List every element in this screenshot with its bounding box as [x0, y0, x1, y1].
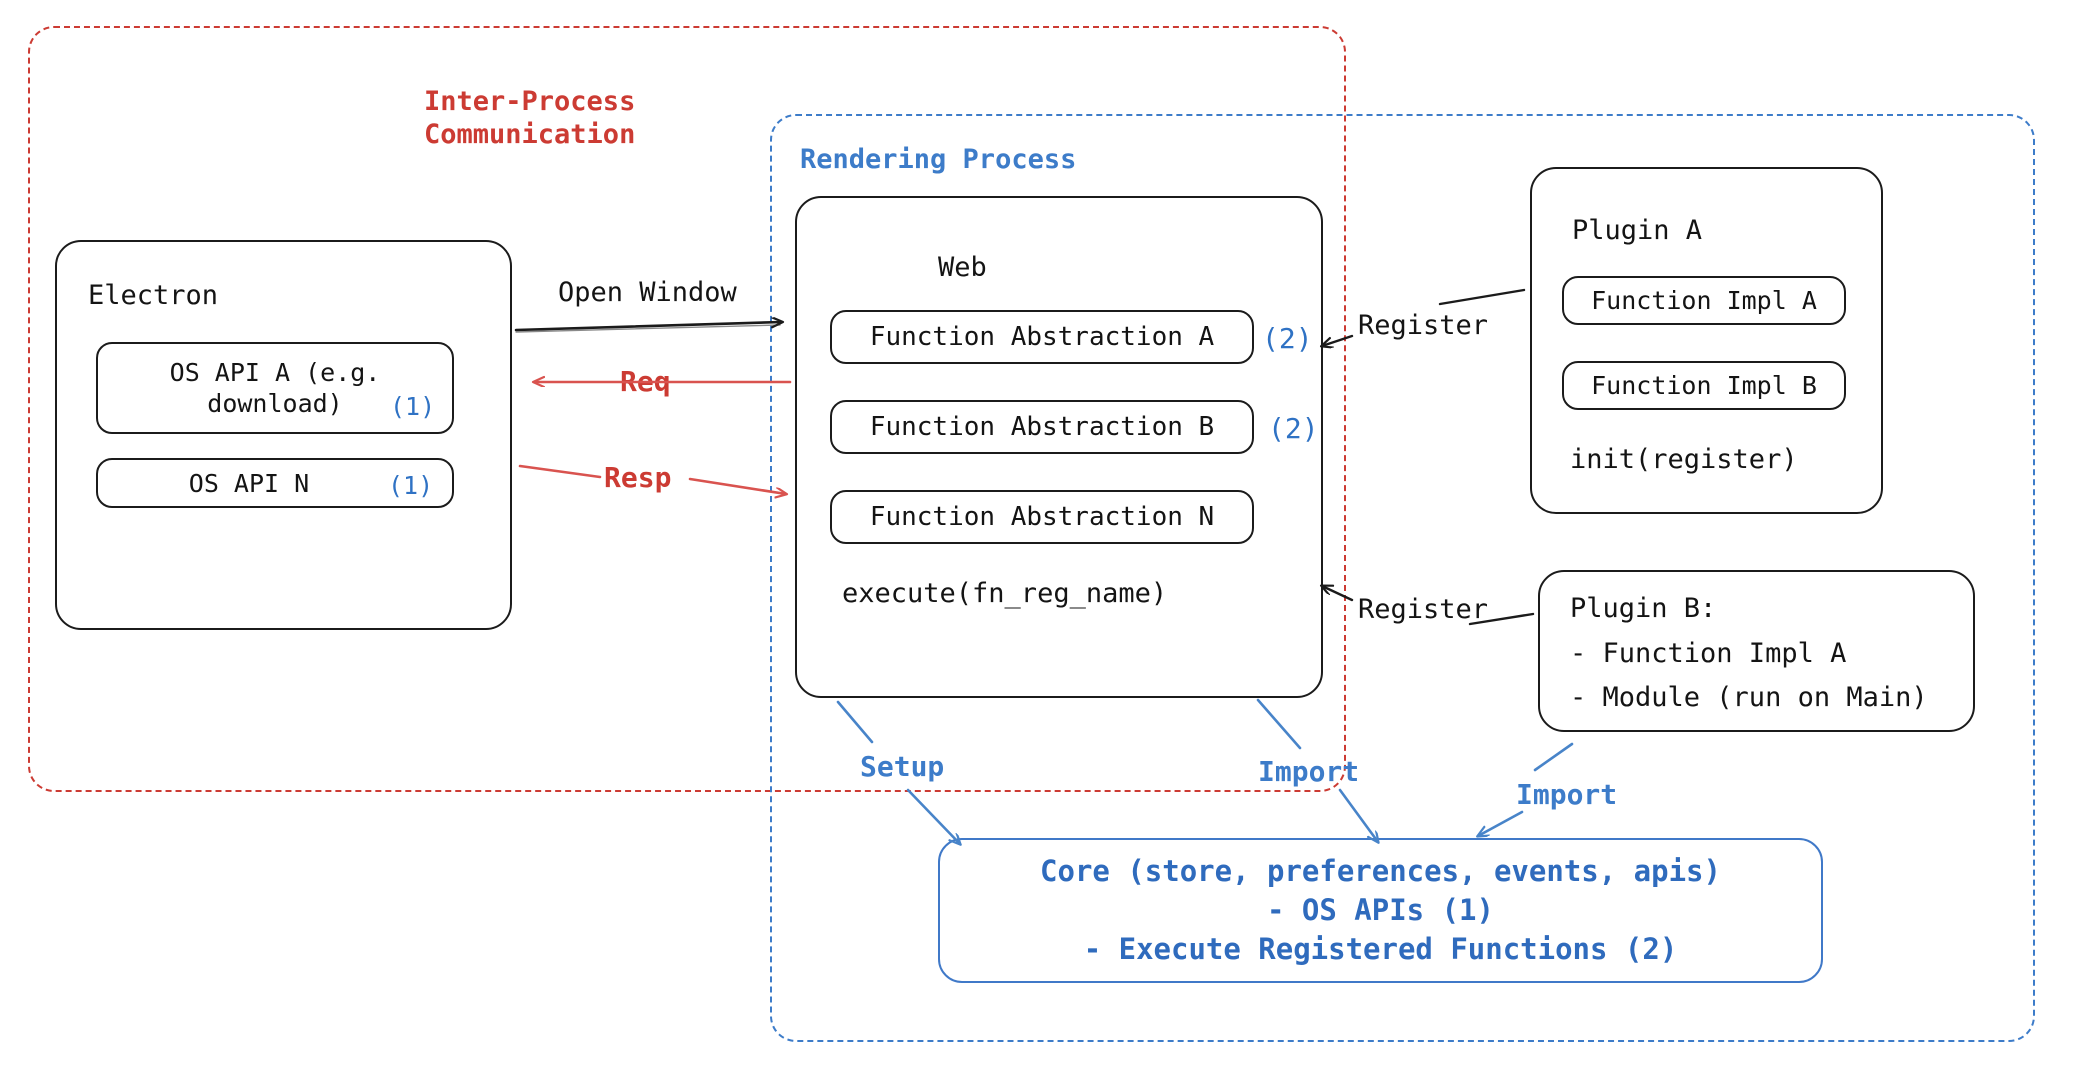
core-line-os-apis: - OS APIs (1): [1267, 892, 1494, 927]
import-plugin-b-arrow-label: Import: [1516, 778, 1618, 811]
open-window-arrow-label: Open Window: [558, 277, 737, 308]
plugin-a-box[interactable]: [1530, 167, 1883, 514]
os-api-a-box[interactable]: OS API A (e.g. download): [96, 342, 454, 434]
plugin-a-init-label: init(register): [1570, 444, 1798, 475]
req-arrow-label: Req: [620, 365, 671, 398]
plugin-b-line-function-impl-a: - Function Impl A: [1570, 638, 1847, 669]
web-box[interactable]: [795, 196, 1323, 698]
region-inter-process-communication: [28, 26, 1346, 792]
os-api-n-label: OS API N: [188, 468, 310, 498]
function-abstraction-b-box[interactable]: Function Abstraction B: [830, 400, 1254, 454]
electron-box[interactable]: [55, 240, 512, 630]
web-execute-label: execute(fn_reg_name): [842, 578, 1168, 609]
setup-arrow-label: Setup: [860, 750, 945, 783]
core-line-execute-registered: - Execute Registered Functions (2): [1083, 932, 1678, 967]
function-abstraction-a-marker: (2): [1262, 322, 1313, 355]
function-abstraction-a-label: Function Abstraction A: [869, 322, 1215, 352]
web-title: Web: [938, 252, 987, 283]
import-web-arrow-label: Import: [1258, 755, 1360, 788]
electron-title: Electron: [88, 280, 219, 311]
register-plugin-b-arrow-label: Register: [1358, 594, 1489, 625]
core-line-title: Core (store, preferences, events, apis): [1040, 853, 1721, 888]
plugin-b-line-module: - Module (run on Main): [1570, 682, 1928, 713]
plugin-a-function-impl-a-box[interactable]: Function Impl A: [1562, 276, 1846, 325]
os-api-a-marker: (1): [390, 392, 436, 421]
plugin-b-box[interactable]: [1538, 570, 1975, 732]
rendering-process-region-label: Rendering Process: [800, 144, 1077, 175]
plugin-a-title: Plugin A: [1572, 215, 1703, 246]
os-api-n-box[interactable]: OS API N: [96, 458, 454, 508]
function-abstraction-b-label: Function Abstraction B: [869, 412, 1215, 442]
resp-arrow-label: Resp: [604, 461, 672, 494]
function-abstraction-n-box[interactable]: Function Abstraction N: [830, 490, 1254, 544]
function-abstraction-n-label: Function Abstraction N: [869, 502, 1215, 532]
register-plugin-a-arrow-label: Register: [1358, 310, 1489, 341]
ipc-region-label: Inter-Process Communication: [424, 86, 636, 150]
plugin-a-function-impl-b-label: Function Impl B: [1591, 371, 1817, 400]
core-box[interactable]: Core (store, preferences, events, apis) …: [938, 838, 1823, 983]
os-api-a-label: OS API A (e.g. download): [169, 357, 381, 418]
region-rendering-process: [770, 114, 2035, 1042]
os-api-n-marker: (1): [388, 471, 434, 500]
plugin-b-title: Plugin B:: [1570, 593, 1717, 624]
function-abstraction-b-marker: (2): [1268, 412, 1319, 445]
plugin-a-function-impl-a-label: Function Impl A: [1591, 286, 1817, 315]
function-abstraction-a-box[interactable]: Function Abstraction A: [830, 310, 1254, 364]
plugin-a-function-impl-b-box[interactable]: Function Impl B: [1562, 361, 1846, 410]
